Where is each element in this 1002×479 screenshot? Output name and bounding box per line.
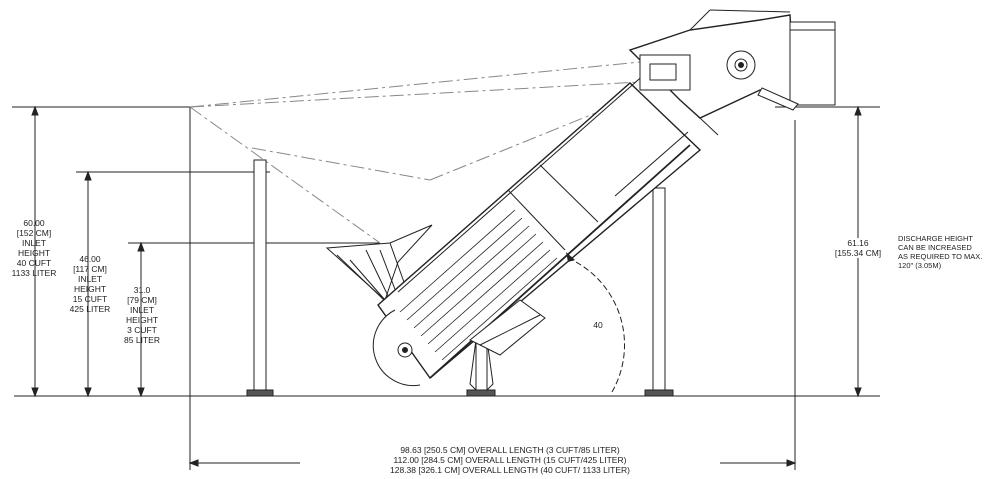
inlet-15-line-2: [117 CM] <box>73 264 107 274</box>
inlet-40-line-5: 40 CUFT <box>16 258 52 268</box>
support-leg-right <box>644 187 674 397</box>
dim-46-arrow <box>76 170 270 398</box>
overall-length-line-3: 128.38 [326.1 CM] OVERALL LENGTH (40 CUF… <box>390 465 630 475</box>
discharge-line-2: [155.34 CM] <box>834 248 882 258</box>
inlet-15-line-1: 46.00 <box>79 254 101 264</box>
discharge-line-1: 61.16 <box>847 238 869 248</box>
inlet-40-label: 60.00 [152 CM] INLET HEIGHT 40 CUFT 1133… <box>4 218 64 278</box>
discharge-note-line-1: DISCHARGE HEIGHT <box>898 234 974 243</box>
inlet-hopper <box>325 224 433 301</box>
angle-arc <box>566 252 626 393</box>
discharge-height-label: 61.16 [155.34 CM] <box>826 238 890 258</box>
inlet-40-line-6: 1133 LITER <box>11 268 57 278</box>
inlet-40-line-3: INLET <box>21 238 47 248</box>
inlet-3-line-2: [79 CM] <box>127 295 157 305</box>
inlet-15-line-4: HEIGHT <box>73 284 107 294</box>
inlet-15-line-5: 15 CUFT <box>72 294 108 304</box>
conveyor-tube <box>377 64 702 380</box>
overall-length-line-1: 98.63 [250.5 CM] OVERALL LENGTH (3 CUFT/… <box>400 445 620 455</box>
phantom-conveyor <box>189 61 641 244</box>
inlet-15-label: 46.00 [117 CM] INLET HEIGHT 15 CUFT 425 … <box>60 254 120 314</box>
overall-length-line-2: 112.00 [284.5 CM] OVERALL LENGTH (15 CUF… <box>393 455 627 465</box>
lower-bracket <box>469 299 546 356</box>
inlet-40-line-4: HEIGHT <box>17 248 51 258</box>
inlet-3-line-1: 31.0 <box>133 285 151 295</box>
discharge-note: DISCHARGE HEIGHT CAN BE INCREASED AS REQ… <box>898 234 982 270</box>
angle-label: 40 <box>588 320 608 330</box>
inlet-3-label: 31.0 [79 CM] INLET HEIGHT 3 CUFT 85 LITE… <box>112 285 172 345</box>
dim-60-arrow <box>12 105 193 398</box>
inlet-3-line-5: 3 CUFT <box>127 325 157 335</box>
discharge-note-line-4: 120" (3.05M) <box>898 261 942 270</box>
inlet-40-line-2: [152 CM] <box>16 228 52 238</box>
inlet-3-line-3: INLET <box>129 305 155 315</box>
inlet-15-line-3: INLET <box>77 274 103 284</box>
discharge-note-line-3: AS REQUIRED TO MAX. <box>898 252 983 261</box>
drive-head <box>628 9 836 136</box>
inlet-3-line-4: HEIGHT <box>125 315 159 325</box>
support-leg-left <box>246 159 274 397</box>
inlet-15-line-6: 425 LITER <box>69 304 111 314</box>
inlet-3-line-6: 85 LITER <box>124 335 160 345</box>
overall-length-label: 98.63 [250.5 CM] OVERALL LENGTH (3 CUFT/… <box>300 445 720 475</box>
tail-pulley <box>372 309 421 387</box>
discharge-note-line-2: CAN BE INCREASED <box>898 243 972 252</box>
inlet-40-line-1: 60.00 <box>23 218 45 228</box>
